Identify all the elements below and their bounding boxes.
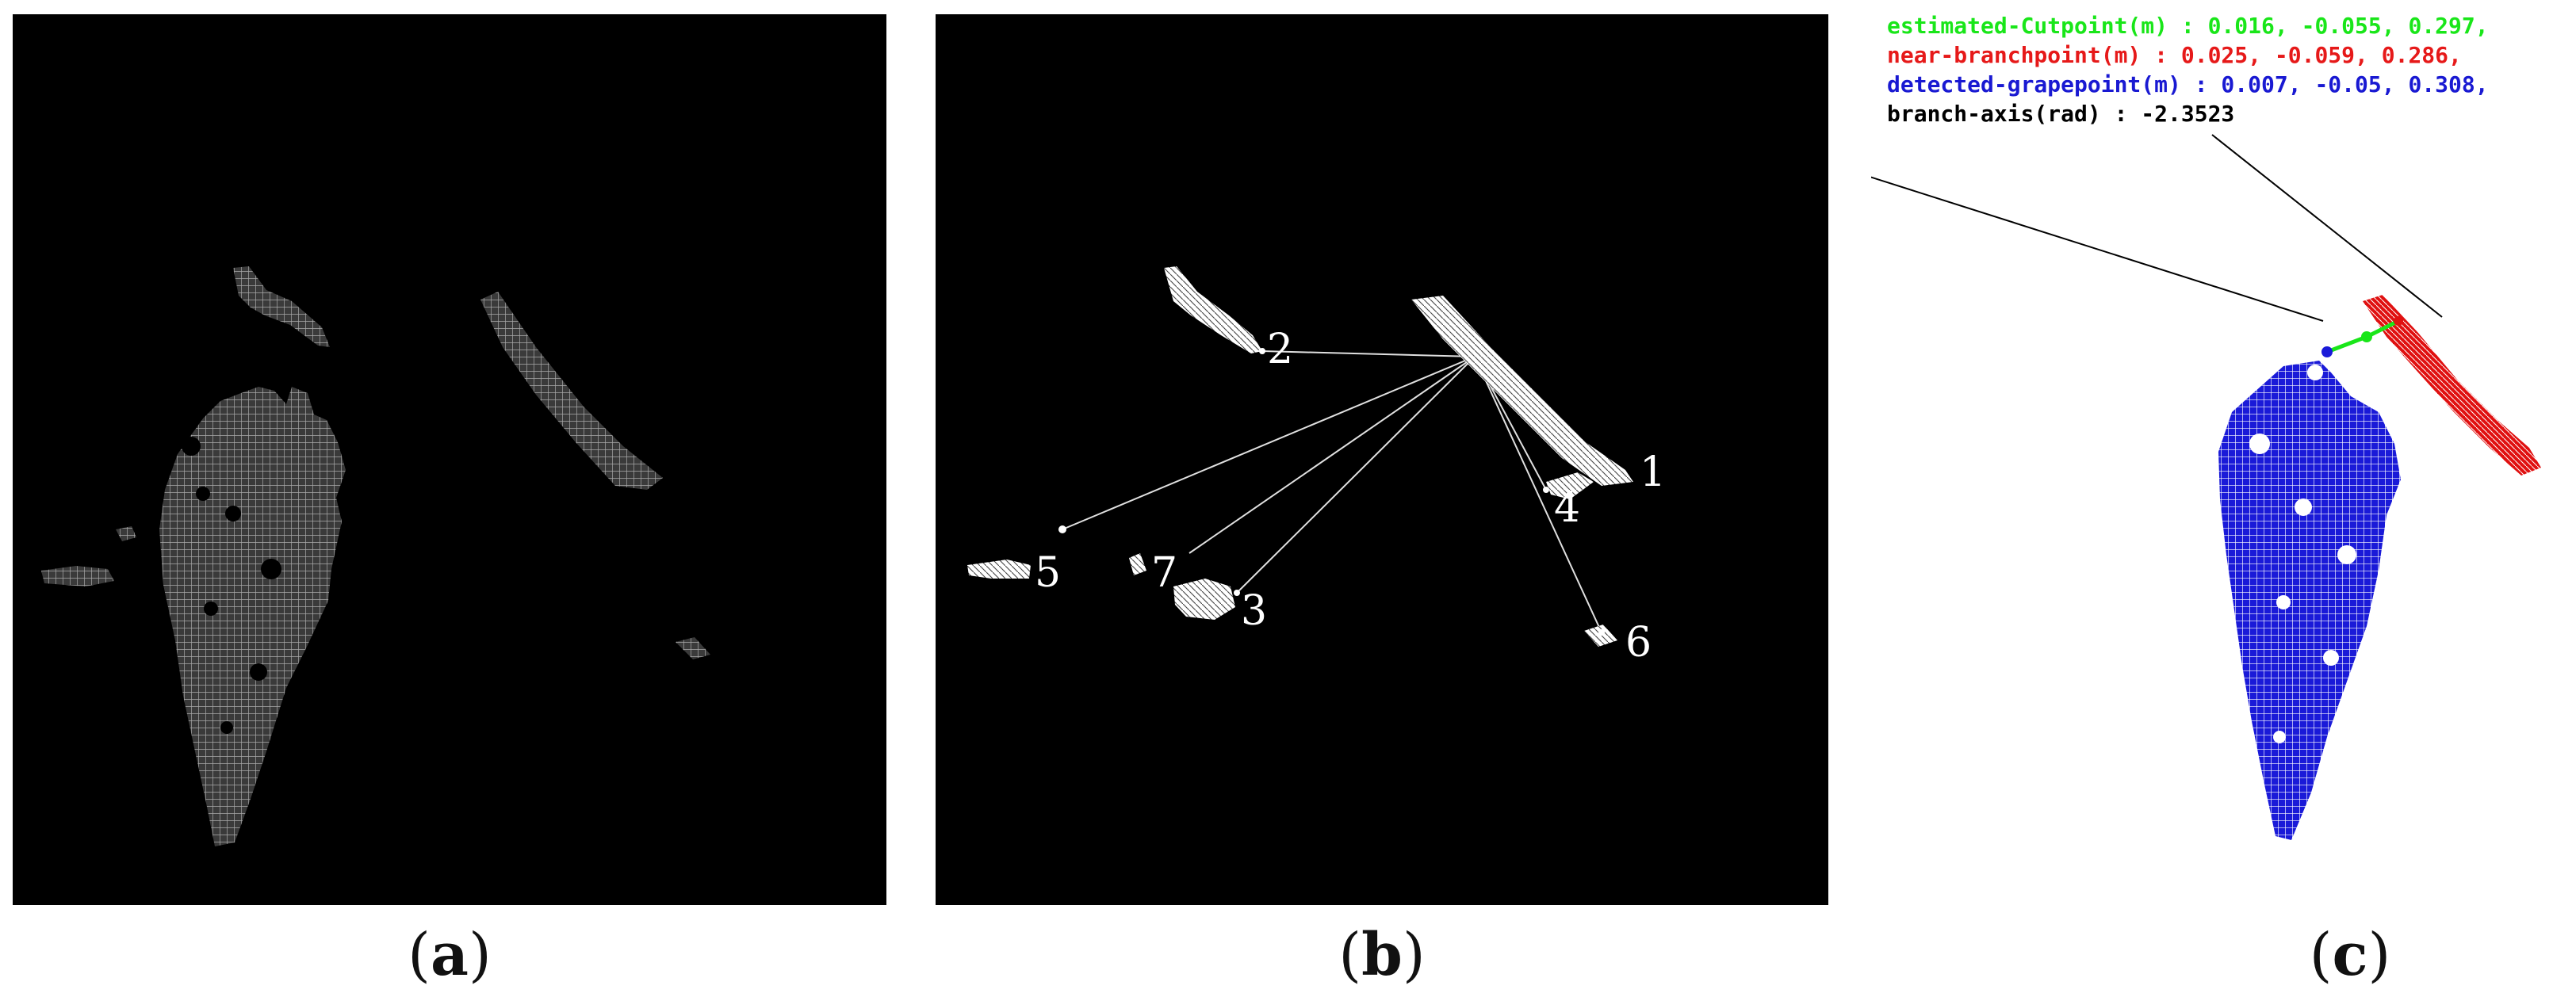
branch-axis-line xyxy=(1871,176,2324,322)
panel-b-segments: 1 2 3 4 5 6 7 xyxy=(967,266,1666,667)
branchpoint-marker xyxy=(2394,316,2403,326)
label-1: 1 xyxy=(1640,449,1666,496)
point-cloud-panel-a xyxy=(13,14,886,905)
segment-3-berry xyxy=(1173,579,1235,620)
fragment-small-mesh xyxy=(116,526,136,541)
grapepoint-marker xyxy=(2321,346,2333,357)
branch-red xyxy=(2363,295,2541,476)
label-2: 2 xyxy=(1267,326,1293,373)
fragment-mid-mesh xyxy=(189,558,209,586)
detection-legend: estimated-Cutpoint(m) : 0.016, -0.055, 0… xyxy=(1887,11,2489,128)
branchpoint-text: near-branchpoint(m) : 0.025, -0.059, 0.2… xyxy=(1887,42,2462,68)
segment-1-branch xyxy=(1411,296,1633,486)
label-3: 3 xyxy=(1241,587,1267,635)
stem-fragment-mesh xyxy=(233,266,330,347)
panel-c-detection xyxy=(1871,134,2541,840)
caption-b-letter: b xyxy=(1361,921,1403,989)
fragment-right-mesh xyxy=(676,637,710,659)
caption-c-letter: c xyxy=(2332,921,2368,989)
segment-7 xyxy=(1129,553,1146,575)
cutpoint-marker xyxy=(2361,331,2372,342)
panel-a-mesh xyxy=(41,266,710,846)
detection-panel-c xyxy=(1871,0,2576,911)
segment-5 xyxy=(967,560,1031,579)
grape-cluster-blue xyxy=(2218,361,2401,840)
segmentation-panel-b: 1 2 3 4 5 6 7 xyxy=(936,14,1828,905)
connection-lines xyxy=(1062,315,1602,633)
label-7: 7 xyxy=(1151,549,1177,597)
axis-text: branch-axis(rad) : -2.3523 xyxy=(1887,101,2235,127)
cutpoint-text: estimated-Cutpoint(m) : 0.016, -0.055, 0… xyxy=(1887,13,2489,39)
label-6: 6 xyxy=(1625,619,1652,667)
caption-a-letter: a xyxy=(431,921,469,989)
branch-mesh xyxy=(480,292,663,490)
segment-4 xyxy=(1546,472,1594,499)
label-5: 5 xyxy=(1035,549,1061,597)
label-4: 4 xyxy=(1554,484,1580,532)
grapepoint-text: detected-grapepoint(m) : 0.007, -0.05, 0… xyxy=(1887,71,2489,97)
axis-line xyxy=(2211,134,2443,318)
segment-2-stem xyxy=(1164,266,1262,353)
fragment-berry-mesh xyxy=(236,593,290,640)
segment-6 xyxy=(1584,625,1617,647)
caption-c: (c) xyxy=(2309,921,2391,989)
fragment-left-mesh xyxy=(41,566,114,586)
caption-a: (a) xyxy=(408,921,492,989)
caption-b: (b) xyxy=(1338,921,1426,989)
